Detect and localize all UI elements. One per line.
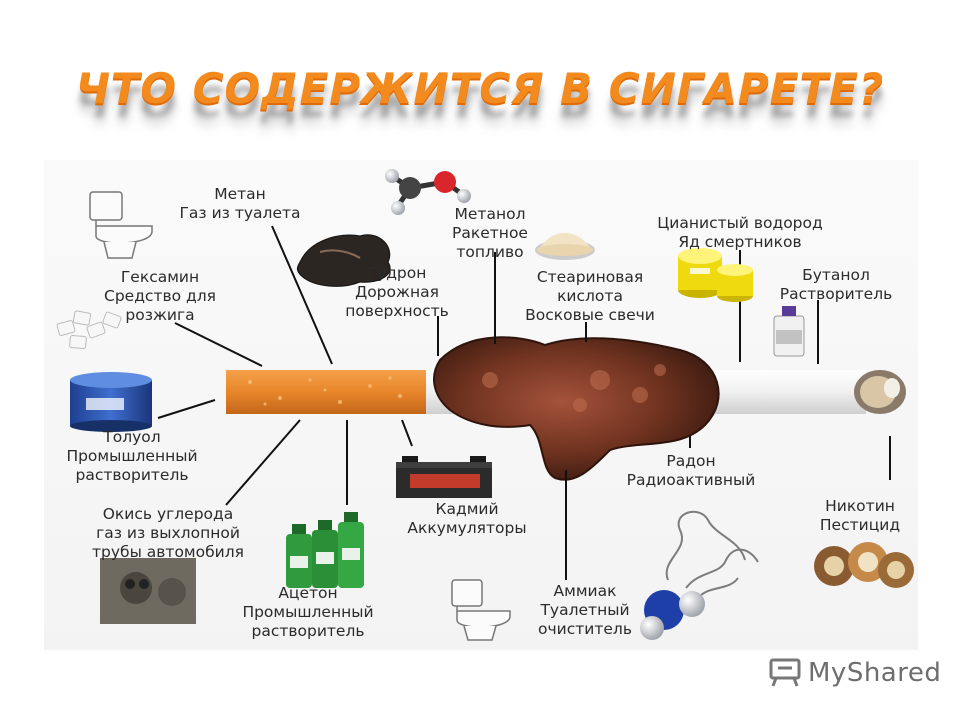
cigarette-bundle-icon [814,542,914,588]
toluene-drum-icon [70,372,152,432]
stearic-acid-icon [535,233,595,260]
tar-icon [296,234,391,287]
gas-mask-icon [100,558,196,624]
radon-smoke-icon [665,510,759,597]
cigarette-filter [226,370,426,414]
ammonia-molecule-icon [640,590,705,640]
lung-texture [482,364,666,412]
acetone-bottles-icon [286,512,364,588]
filter-speckles [248,376,402,406]
battery-icon [396,456,492,498]
logo-text: MyShared [808,658,942,688]
myshared-logo[interactable]: MyShared [768,656,941,690]
slide-title: ЧТО СОДЕРЖИТСЯ В СИГАРЕТЕ? [75,64,885,113]
butanol-bottle-icon [773,306,805,357]
hexamine-tablets-icon [56,310,122,350]
methanol-molecule-icon [385,169,471,215]
presentation-board-icon [769,658,801,687]
cyanide-canisters-icon [678,248,753,302]
toilet-icon [89,191,153,259]
toilet-icon-ammonia [451,579,511,641]
